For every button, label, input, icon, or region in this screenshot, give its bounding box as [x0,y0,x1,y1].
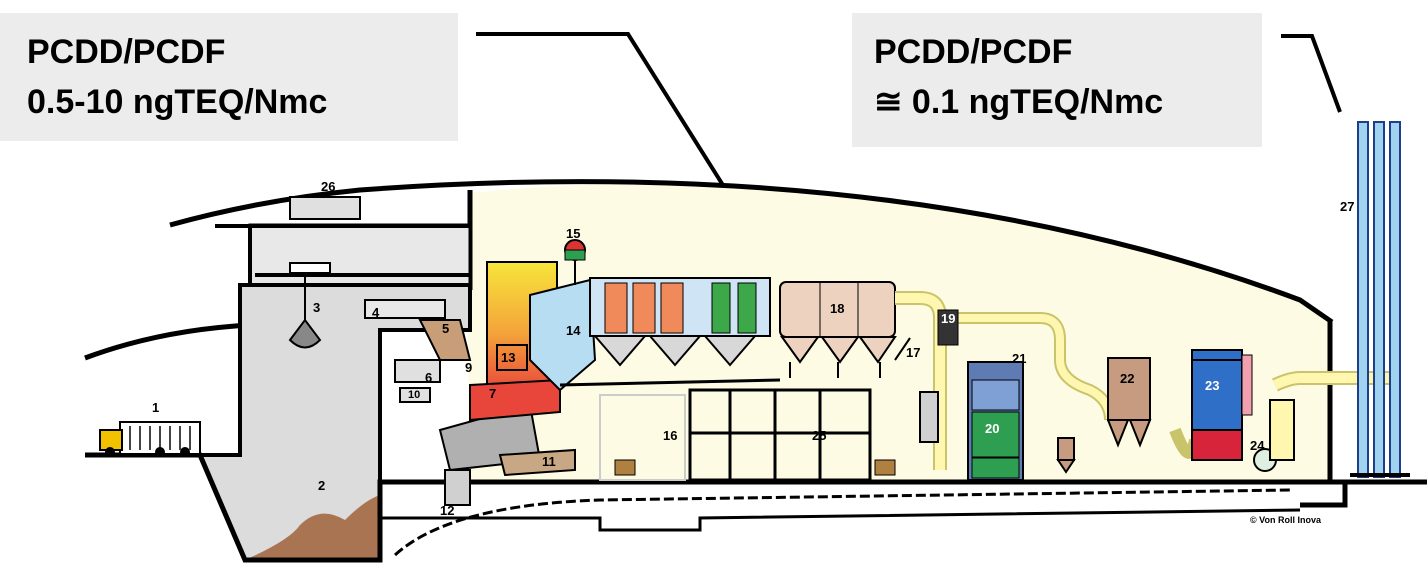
combustion-chamber-7 [470,380,560,420]
label-19: 19 [941,311,955,326]
basement-outline [380,510,1300,530]
ash-conveyor-tunnel [395,490,1290,555]
label-13: 13 [501,350,515,365]
stacks-27 [1350,122,1410,477]
module-green-2 [738,283,756,333]
lower-roof-curve [85,325,250,358]
label-2: 2 [318,478,325,493]
label-5: 5 [442,321,449,336]
crane-trolley [290,263,330,273]
label-1: 1 [152,400,159,415]
module-orange-3 [661,283,683,333]
label-9: 9 [465,360,472,375]
module-orange-2 [633,283,655,333]
label-17: 17 [906,345,920,360]
label-14: 14 [566,323,581,338]
waste-truck [100,422,200,457]
label-21: 21 [1012,351,1026,366]
label-15: 15 [566,226,580,241]
slag-discharge-11 [500,450,575,475]
tower-23 [1192,350,1252,460]
module-green-1 [712,283,730,333]
label-27: 27 [1340,199,1354,214]
label-25: 25 [812,428,826,443]
label-26: 26 [321,179,335,194]
truck-cab [100,430,122,450]
label-6: 6 [425,370,432,385]
label-18: 18 [830,301,844,316]
label-16: 16 [663,428,677,443]
label-4: 4 [372,305,380,320]
label-24: 24 [1250,438,1265,453]
label-12: 12 [440,503,454,518]
label-10: 10 [408,389,420,401]
label-3: 3 [313,300,320,315]
label-23: 23 [1205,378,1219,393]
module-orange-1 [605,283,627,333]
label-11: 11 [542,454,556,469]
label-7: 7 [489,386,496,401]
label-22: 22 [1120,371,1134,386]
ash-chute-12 [445,470,470,505]
crane-housing [290,197,360,219]
pointer-line-right [1281,36,1340,112]
copyright-text: © Von Roll Inova [1250,515,1322,525]
label-20: 20 [985,421,999,436]
fan-6 [395,360,440,382]
